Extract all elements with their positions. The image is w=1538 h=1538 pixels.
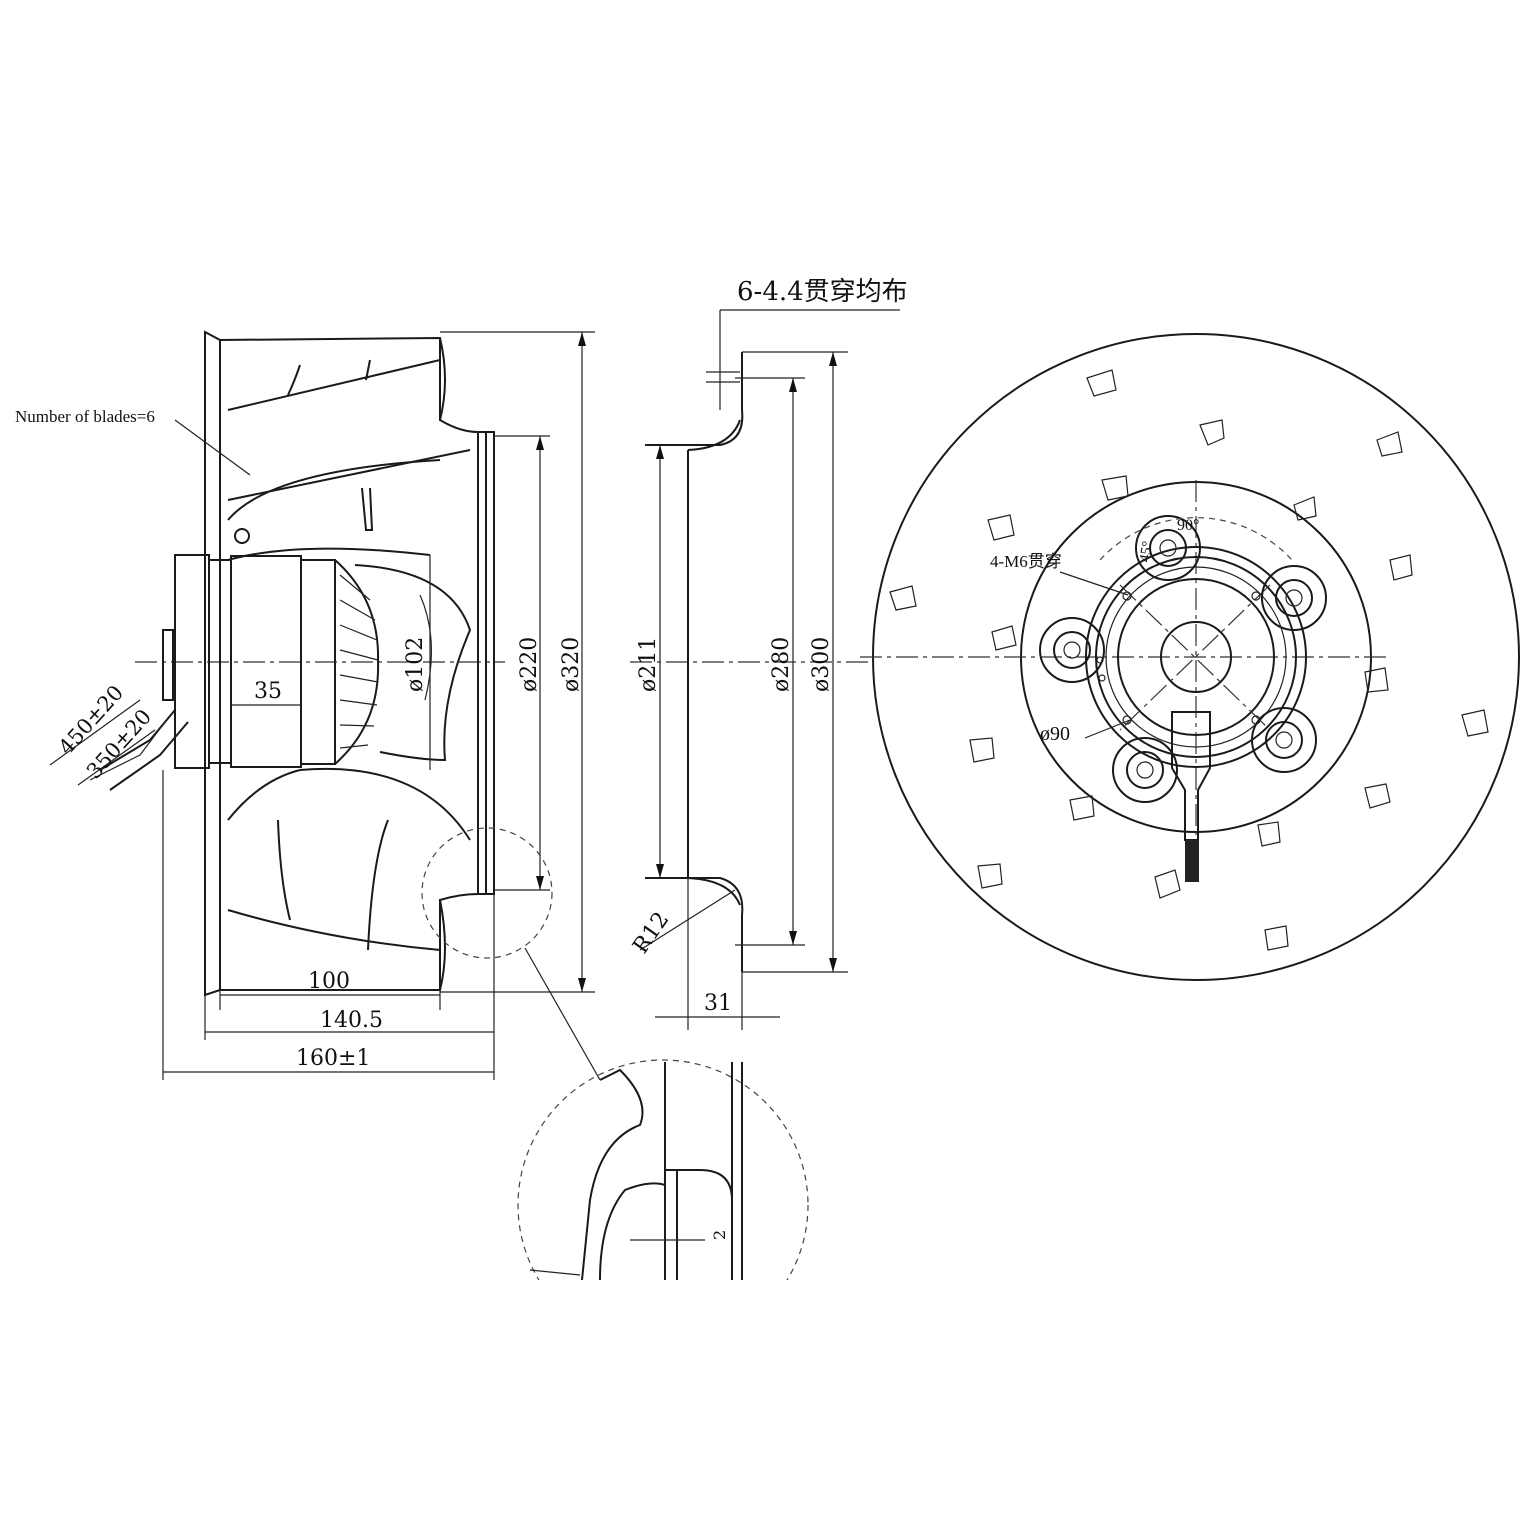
len-160-label: 160±1 <box>296 1046 370 1071</box>
len-35-label: 35 <box>254 679 282 704</box>
detail-2-label: 2 <box>710 1230 729 1240</box>
side-view <box>49 330 601 1081</box>
dia-102-label: ø102 <box>403 637 428 692</box>
dia-90-label: ø90 <box>1040 723 1070 745</box>
mount-holes-label: 4-M6贯穿 <box>990 552 1062 571</box>
dia-211-label: ø211 <box>636 637 661 692</box>
len-31-label: 31 <box>704 991 732 1016</box>
holes-top-label: 6-4.4贯穿均布 <box>737 277 908 307</box>
blades-label: Number of blades=6 <box>15 407 155 426</box>
dia-280-label: ø280 <box>769 637 794 692</box>
detail-view <box>517 1059 809 1280</box>
dia-300-label: ø300 <box>809 637 834 692</box>
mount-pad <box>1039 515 1327 803</box>
blade-tab <box>889 369 1489 951</box>
dia-320-label: ø320 <box>559 637 584 692</box>
angle-45-label: 45° <box>1137 540 1156 563</box>
len-140-5-label: 140.5 <box>320 1008 383 1033</box>
front-view <box>860 333 1520 981</box>
section-view <box>630 309 900 1030</box>
dia-220-label: ø220 <box>517 637 542 692</box>
angle-90-label: 90° <box>1177 517 1199 534</box>
len-100-label: 100 <box>308 969 350 994</box>
